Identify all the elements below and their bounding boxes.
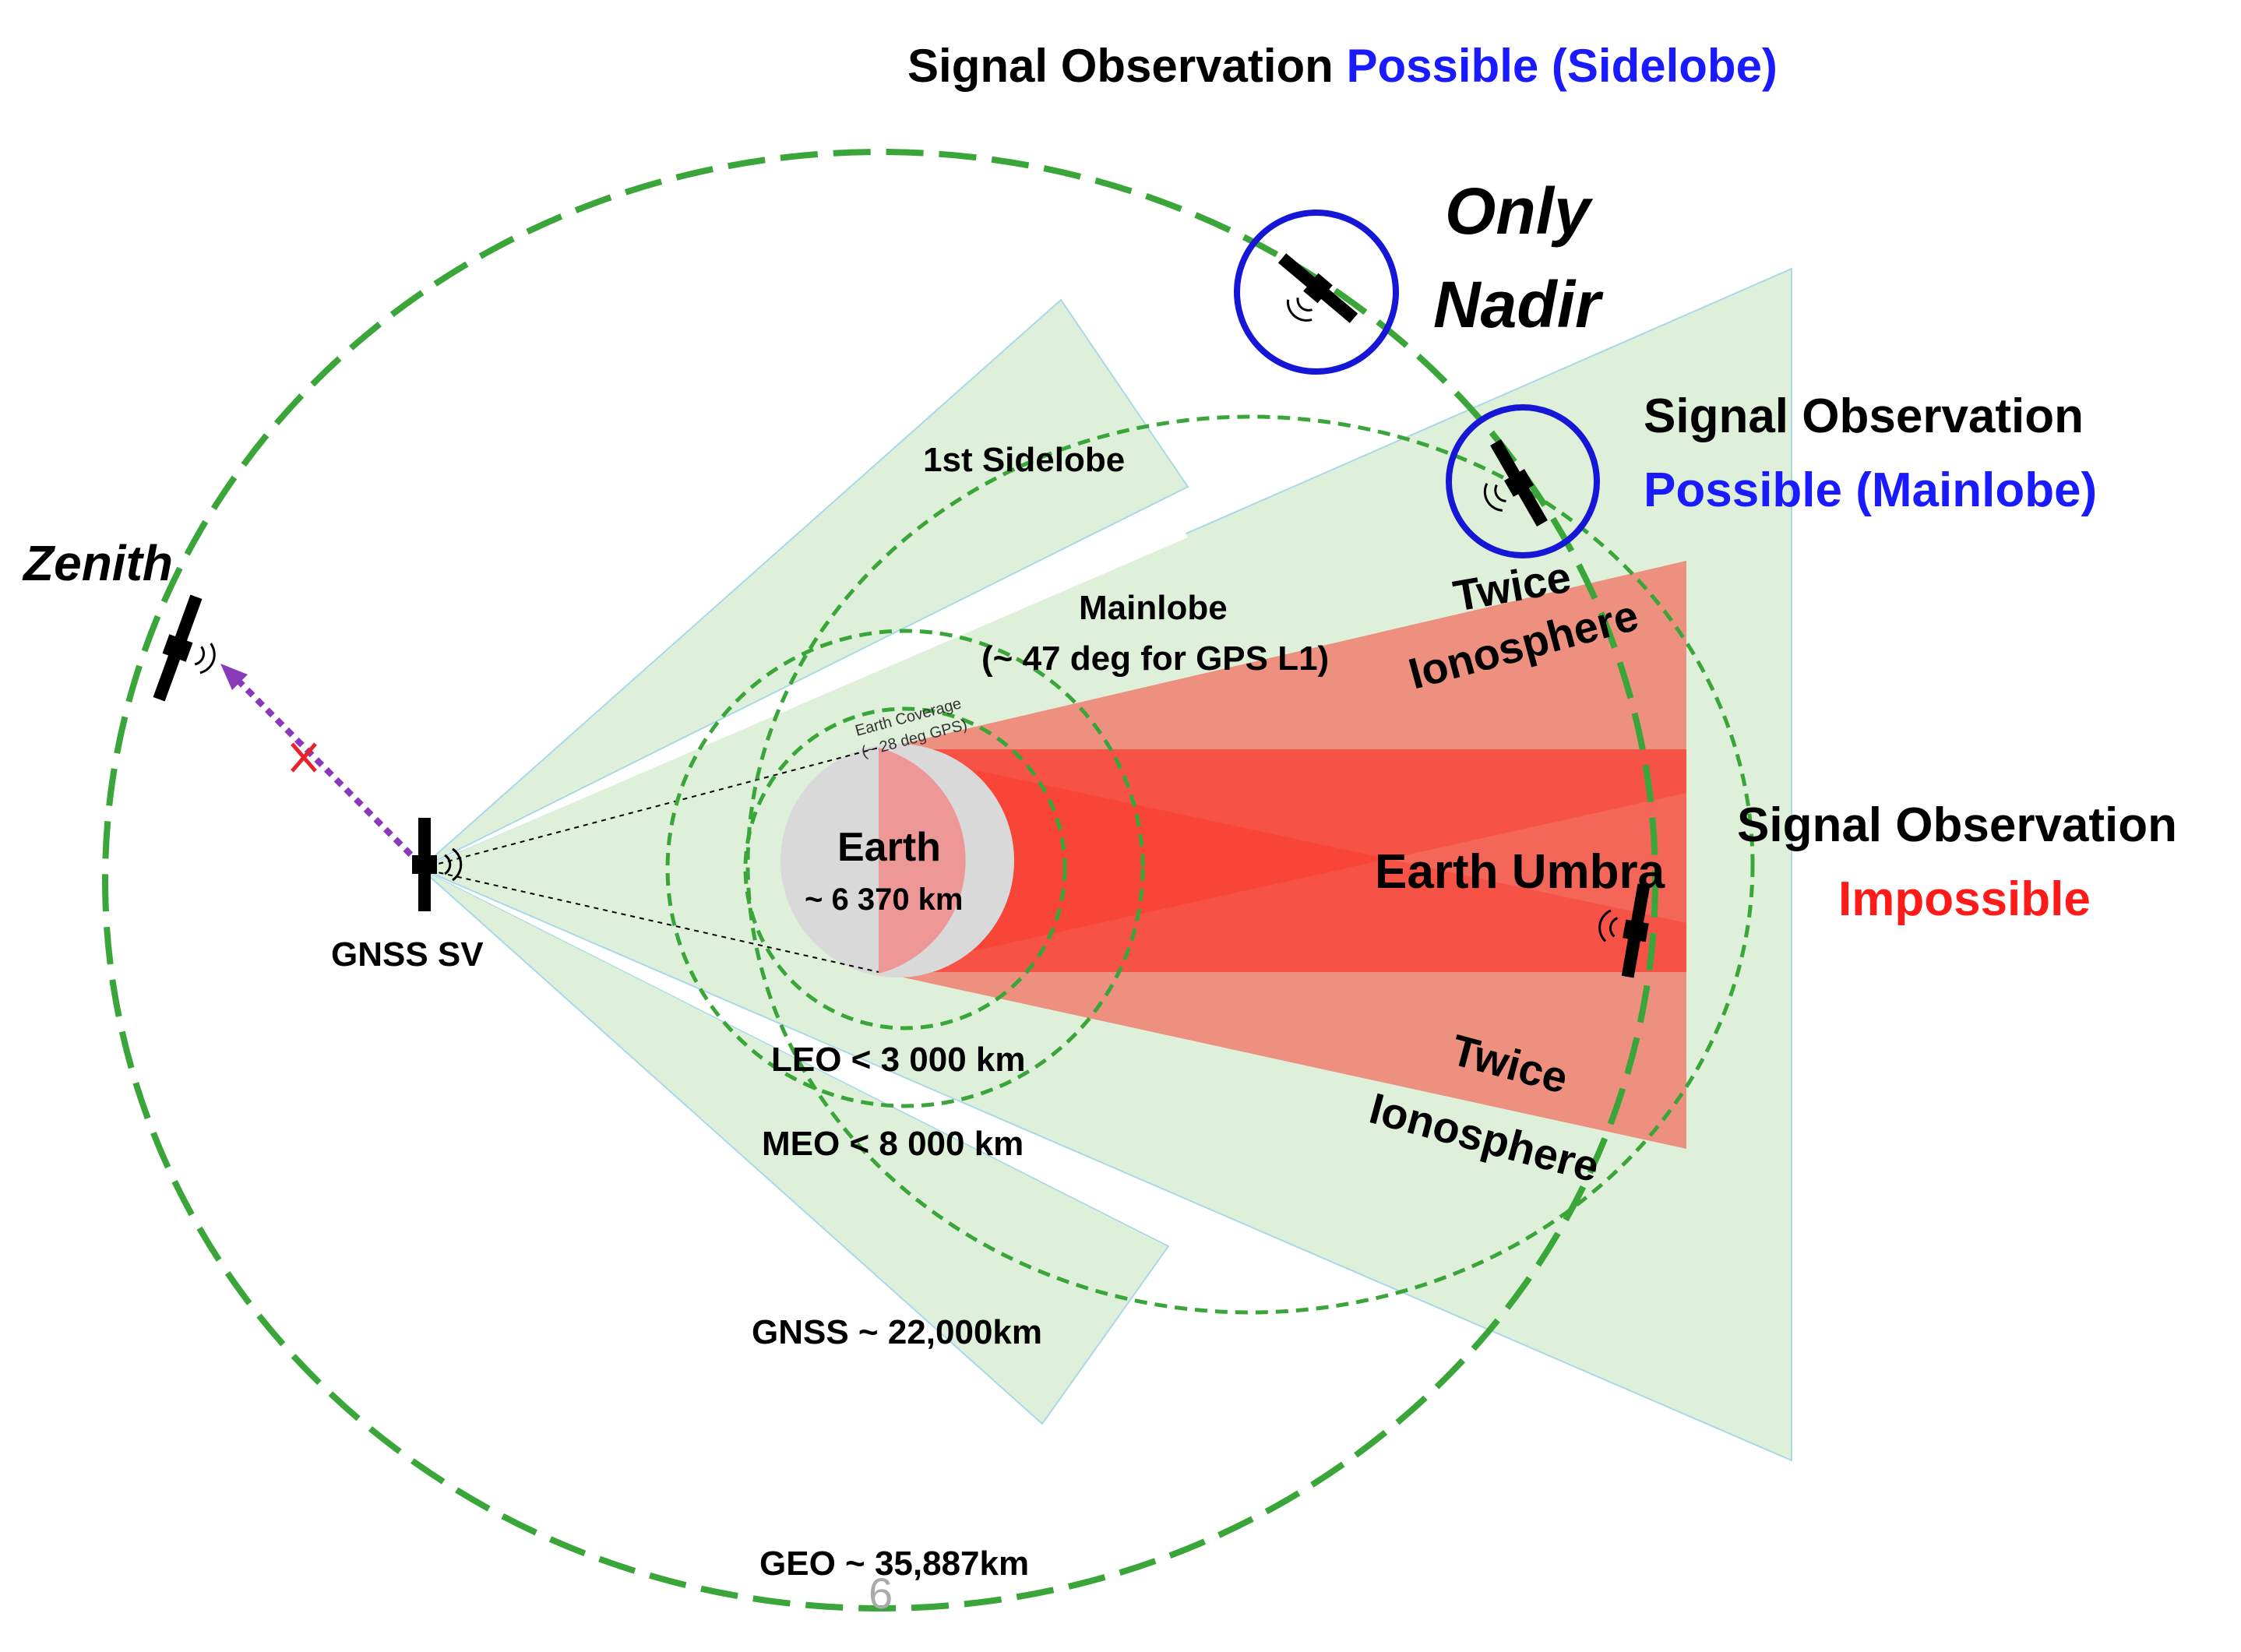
- geo-orbit: [102, 149, 1658, 1611]
- meo-orbit: [665, 629, 1145, 1108]
- nadir-satellite-icon: [1277, 253, 1358, 323]
- nadir-label: Nadir: [1433, 268, 1604, 341]
- first-sidelobe-label: 1st Sidelobe: [923, 441, 1125, 479]
- first-sidelobe-upper: [420, 298, 1189, 869]
- leo-orbit: [743, 706, 1067, 1030]
- cross-icon: [291, 742, 317, 773]
- page-number: 6: [869, 1569, 893, 1618]
- leo-label: LEO < 3 000 km: [771, 1041, 1026, 1079]
- gnss-orbit: [745, 414, 1755, 1315]
- umbra-satellite-icon: [1598, 883, 1651, 978]
- mainlobe-observation-line2: Possible (Mainlobe): [1644, 463, 2097, 517]
- gnss-sv-label: GNSS SV: [331, 935, 484, 974]
- gnss-orbit-label: GNSS ~ 22,000km: [752, 1313, 1042, 1351]
- geo-orbit-label: GEO ~ 35,887km: [759, 1545, 1029, 1583]
- first-sidelobe-lower: [420, 868, 1170, 1425]
- zenith-label: Zenith: [22, 535, 173, 591]
- meo-label: MEO < 8 000 km: [762, 1125, 1024, 1163]
- gnss-sv-satellite-icon: [412, 818, 463, 911]
- earth-umbra-region: [879, 749, 1686, 972]
- zenith-arrow: [220, 664, 423, 867]
- mainlobe-angle-label: (~ 47 deg for GPS L1): [981, 639, 1329, 678]
- ionosphere-region: [879, 561, 1686, 1149]
- lobe-gap-upper: [421, 510, 1188, 868]
- earth-radius-label: ~ 6 370 km: [805, 882, 964, 917]
- header-signal-observation: Signal Observation Possible (Sidelobe): [907, 40, 1778, 92]
- mainlobe-satellite-icon: [1483, 439, 1548, 527]
- impossible-observation-line1: Signal Observation: [1737, 798, 2177, 852]
- earth: [780, 744, 1014, 977]
- impossible-observation-line2: Impossible: [1838, 872, 2091, 926]
- earth-umbra-label: Earth Umbra: [1375, 845, 1665, 899]
- lobe-gap-lower: [421, 868, 1167, 1245]
- mainlobe-highlight-circle: [1446, 404, 1600, 558]
- only-label: Only: [1445, 174, 1594, 248]
- earth-coverage-lines: [420, 747, 879, 973]
- earth-label: Earth: [837, 825, 941, 870]
- mainlobe-label: Mainlobe: [1079, 589, 1228, 627]
- mainlobe-observation-line1: Signal Observation: [1644, 389, 2084, 443]
- nadir-highlight-circle: [1234, 210, 1399, 375]
- zenith-satellite-icon: [153, 594, 216, 702]
